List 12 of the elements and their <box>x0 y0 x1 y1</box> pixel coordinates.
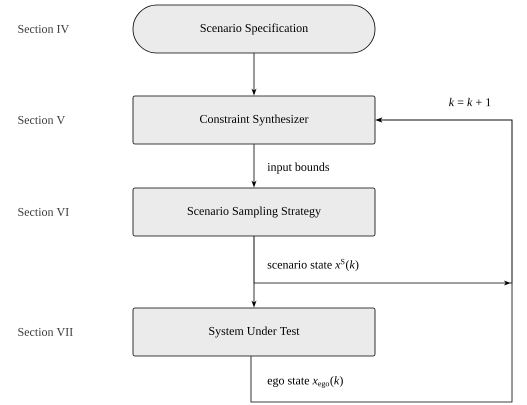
edge-label: scenario state x$^{S}$(k) <box>266 258 360 272</box>
edge-label: input bounds <box>266 162 331 174</box>
edge-label: ego state x$_{ego}$(k) <box>266 375 344 389</box>
counter-label: k = k + 1 <box>449 98 491 106</box>
process-box: Scenario Sampling Strategy <box>132 188 376 236</box>
process-box: System Under Test <box>132 308 376 356</box>
section-label: Section V <box>18 116 66 124</box>
process-box: Constraint Synthesizer <box>132 96 376 144</box>
terminal-box: Scenario Specification <box>132 4 376 54</box>
section-label: Section IV <box>18 24 70 34</box>
section-label: Section VI <box>18 208 69 216</box>
section-label: Section VII <box>18 328 73 336</box>
